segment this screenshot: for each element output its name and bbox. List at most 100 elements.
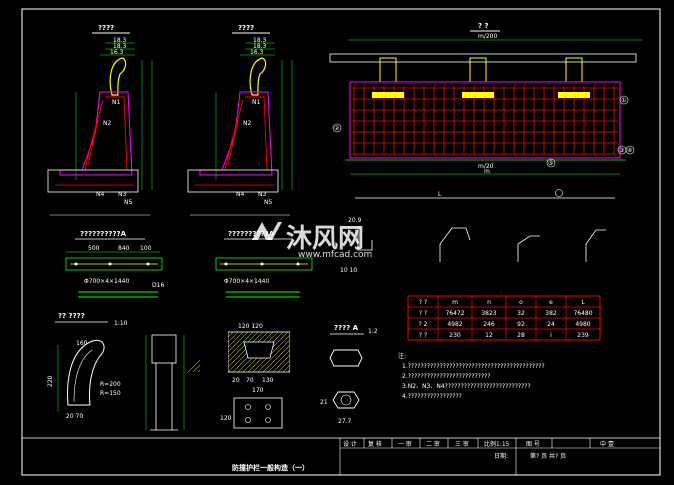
section-a: ???? A 1:2 21 27.7	[320, 324, 378, 425]
svg-text:20.9: 20.9	[348, 217, 362, 224]
table-header-cell: L	[581, 299, 585, 306]
detail-scale: 1:10	[114, 320, 128, 327]
svg-text:Φ700×4×1440: Φ700×4×1440	[224, 278, 269, 285]
table-cell: 4980	[575, 321, 590, 328]
elevation-view: ? ? m/200 ① ② ③ ④ m/20 ⑤ m	[329, 22, 642, 175]
left-label-n3: N3	[118, 191, 126, 198]
drawing-title: 防撞护栏一般构造（一）	[232, 463, 309, 472]
table-header-cell: o	[519, 299, 523, 306]
table-cell: 230	[449, 332, 461, 339]
svg-text:120: 120	[220, 415, 232, 422]
tb-review2: 二 审	[426, 440, 440, 448]
table-cell: ? ?	[419, 332, 427, 339]
elevation-title: ? ?	[478, 22, 489, 30]
note-line-2: 2.??????????????????????????	[402, 373, 491, 380]
left-dim-a: 18.3	[113, 37, 127, 44]
tb-check: 复 核	[368, 440, 382, 448]
tb-review1: 一 审	[398, 440, 412, 448]
table-cell: 239	[577, 332, 589, 339]
table-cell: 382	[545, 310, 557, 317]
title-block: 防撞护栏一般构造（一） 设 计 复 核 一 审 二 审 三 审 比例1:15 图…	[22, 437, 660, 475]
mid-bar-title: ??????????A	[228, 230, 275, 238]
left-bar-plan: ??????????A 500 840 100 Φ700×4×1440 D16	[65, 230, 164, 298]
left-label-n5: N5	[124, 199, 132, 206]
table-cell: 246	[483, 321, 495, 328]
svg-text:70: 70	[246, 377, 254, 384]
post-front	[145, 334, 185, 431]
drawing-frame	[21, 8, 661, 476]
elevation-m-dim: m	[484, 168, 490, 175]
table-cell: 92	[517, 321, 525, 328]
table-cell: 3823	[481, 310, 496, 317]
svg-text:20: 20	[232, 377, 240, 384]
elev-marker-5: ⑤	[548, 160, 553, 167]
bent-bar-shapes: L 20.9 10 10	[340, 189, 615, 274]
tb-design: 设 计	[343, 440, 357, 448]
mid-dim-a: 18.3	[253, 37, 267, 44]
sec-a-title: ???? A	[334, 324, 359, 332]
notes: 注: 1.???????????????????????????????????…	[398, 352, 545, 400]
svg-text:500: 500	[88, 245, 100, 252]
mid-dim-c: 16.3	[250, 49, 264, 56]
svg-text:10 10: 10 10	[340, 267, 357, 274]
tb-date: 日期:	[494, 452, 508, 460]
mid-label-n1: N1	[252, 99, 260, 106]
svg-text:840: 840	[118, 245, 130, 252]
svg-text:100: 100	[140, 245, 152, 252]
table-cell: ? ?	[419, 310, 427, 317]
watermark-logo-icon	[252, 222, 282, 240]
svg-text:160: 160	[76, 340, 88, 347]
note-line-4: 4.?????????????????	[402, 393, 462, 400]
tb-drawing-no: 图 号	[526, 441, 540, 448]
watermark-url: www.mfcad.com	[298, 250, 372, 260]
elev-marker-1: ①	[621, 97, 626, 104]
table-cell: i	[550, 332, 552, 339]
svg-text:R=150: R=150	[100, 390, 121, 397]
elev-marker-4: ④	[627, 147, 632, 154]
table-header-cell: ? ?	[419, 299, 427, 306]
mid-label-n4: N4	[236, 191, 244, 198]
left-bar-title: ??????????A	[80, 230, 127, 238]
watermark: 沐风网 www.mfcad.com	[252, 222, 372, 260]
note-line-3: 3.N2、N3、N4???????????????????????????	[402, 383, 531, 390]
left-label-n2: N2	[103, 120, 111, 127]
tb-page-note: 第? 页 共? 页	[530, 452, 566, 460]
left-section-view: ???? 18.3 18.3 16.3 N1 N2 N4 N3 N5	[47, 24, 153, 216]
tb-sheet: 中 壹	[600, 440, 614, 448]
plate-section: 120 120 20 70 130 170 120	[187, 320, 330, 429]
mid-section-title: ????	[238, 24, 254, 32]
svg-text:20 70: 20 70	[66, 413, 83, 420]
table-cell: 32	[517, 310, 525, 317]
tb-review3: 三 审	[455, 440, 469, 448]
table-cell: 28	[517, 332, 525, 339]
left-dim-b: 18.3	[113, 43, 127, 50]
hatch-pattern	[187, 320, 330, 380]
left-dim-c: 16.3	[110, 49, 124, 56]
svg-text:120 120: 120 120	[238, 323, 263, 330]
note-line-1: 1.??????????????????????????????????????…	[402, 363, 545, 370]
elevation-top-dim: m/200	[478, 33, 498, 40]
svg-text:Φ700×4×1440: Φ700×4×1440	[84, 278, 129, 285]
left-section-title: ????	[98, 24, 114, 32]
mid-bar-plan: ??????????A Φ700×4×1440	[215, 230, 313, 298]
svg-text:130: 130	[262, 377, 274, 384]
svg-text:21: 21	[320, 399, 328, 406]
svg-text:D16: D16	[152, 282, 164, 289]
left-label-n1: N1	[112, 99, 120, 106]
table-header-cell: n	[487, 299, 491, 306]
svg-text:27.7: 27.7	[338, 418, 352, 425]
table-header-cell: m	[452, 299, 458, 306]
left-label-n4: N4	[96, 191, 104, 198]
table-cell: 24	[547, 321, 555, 328]
table-cell: 76472	[445, 310, 464, 317]
svg-text:170: 170	[252, 387, 264, 394]
table-cell: 4982	[447, 321, 462, 328]
table-header-cell: e	[549, 299, 553, 306]
notes-title: 注:	[398, 352, 406, 360]
mid-label-n2: N2	[243, 120, 251, 127]
watermark-brand: 沐风网	[286, 224, 364, 254]
mid-label-n3: N3	[258, 191, 266, 198]
sec-a-scale: 1:2	[368, 328, 378, 335]
